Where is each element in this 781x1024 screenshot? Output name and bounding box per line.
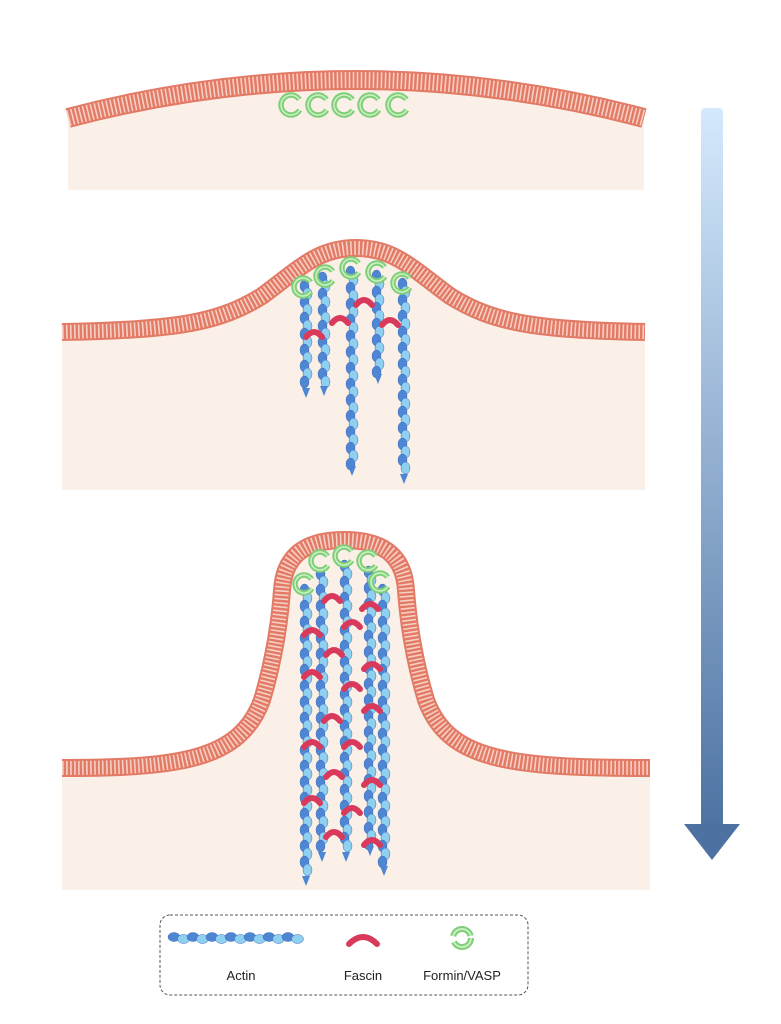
legend-box <box>159 914 529 996</box>
fascin-protein <box>361 661 383 672</box>
fascin-protein <box>329 315 351 326</box>
fascin-protein <box>301 795 323 806</box>
legend-label-actin: Actin <box>227 968 256 983</box>
plasma-membrane-texture <box>61 240 646 339</box>
fascin-protein <box>359 601 381 612</box>
formin-cluster <box>278 92 411 118</box>
stage-2-bundle-formation <box>61 238 646 490</box>
fascin-protein <box>303 329 325 340</box>
actin-legend-icon <box>167 932 304 944</box>
fascin-protein <box>323 769 345 780</box>
formin-vasp-complex <box>291 275 315 299</box>
legend-label-formin: Formin/VASP <box>423 968 501 983</box>
fascin-legend-icon <box>346 934 380 947</box>
actin-filament <box>345 265 359 476</box>
stage-3-filopodium-protrusion <box>61 530 651 890</box>
formin-vasp-complex <box>313 264 337 288</box>
fascin-crosslinks <box>301 593 383 848</box>
cytoplasm-region <box>62 540 650 890</box>
fascin-protein <box>361 837 383 848</box>
fascin-protein <box>323 829 345 840</box>
cytoplasm-region <box>68 80 644 190</box>
fascin-protein <box>301 627 323 638</box>
fascin-protein <box>341 681 363 692</box>
fascin-protein <box>341 739 363 750</box>
formin-vasp-complex <box>305 92 331 118</box>
formin-cluster <box>291 256 414 299</box>
formin-vasp-complex <box>390 271 414 295</box>
formin-legend-icon <box>450 926 474 950</box>
formin-vasp-complex <box>292 572 316 596</box>
fascin-protein <box>353 297 375 308</box>
time-progression-arrow <box>684 108 740 860</box>
fascin-protein <box>301 739 323 750</box>
formin-vasp-complex <box>339 256 363 280</box>
formin-vasp-complex <box>357 92 383 118</box>
fascin-protein <box>301 669 323 680</box>
fascin-protein <box>321 713 343 724</box>
stage-1-initiation <box>65 70 647 190</box>
formin-vasp-complex <box>356 549 380 573</box>
formin-vasp-complex <box>308 549 332 573</box>
plasma-membrane-texture <box>61 532 651 775</box>
fascin-protein <box>361 703 383 714</box>
fascin-protein <box>341 619 363 630</box>
formin-vasp-complex <box>368 570 392 594</box>
fascin-protein <box>379 317 401 328</box>
formin-vasp-complex <box>278 92 304 118</box>
formin-vasp-complex <box>331 92 357 118</box>
formin-cluster <box>292 544 392 596</box>
plasma-membrane <box>65 70 647 128</box>
legend: Actin Fascin Formin/VASP <box>159 914 529 996</box>
fascin-protein <box>361 777 383 788</box>
formin-vasp-complex <box>365 260 389 284</box>
fascin-protein <box>323 647 345 658</box>
fascin-crosslinks <box>303 297 401 340</box>
fascin-protein <box>321 593 343 604</box>
formin-vasp-complex <box>385 92 411 118</box>
fascin-protein <box>341 805 363 816</box>
legend-label-fascin: Fascin <box>344 968 382 983</box>
formin-vasp-complex <box>332 544 356 568</box>
